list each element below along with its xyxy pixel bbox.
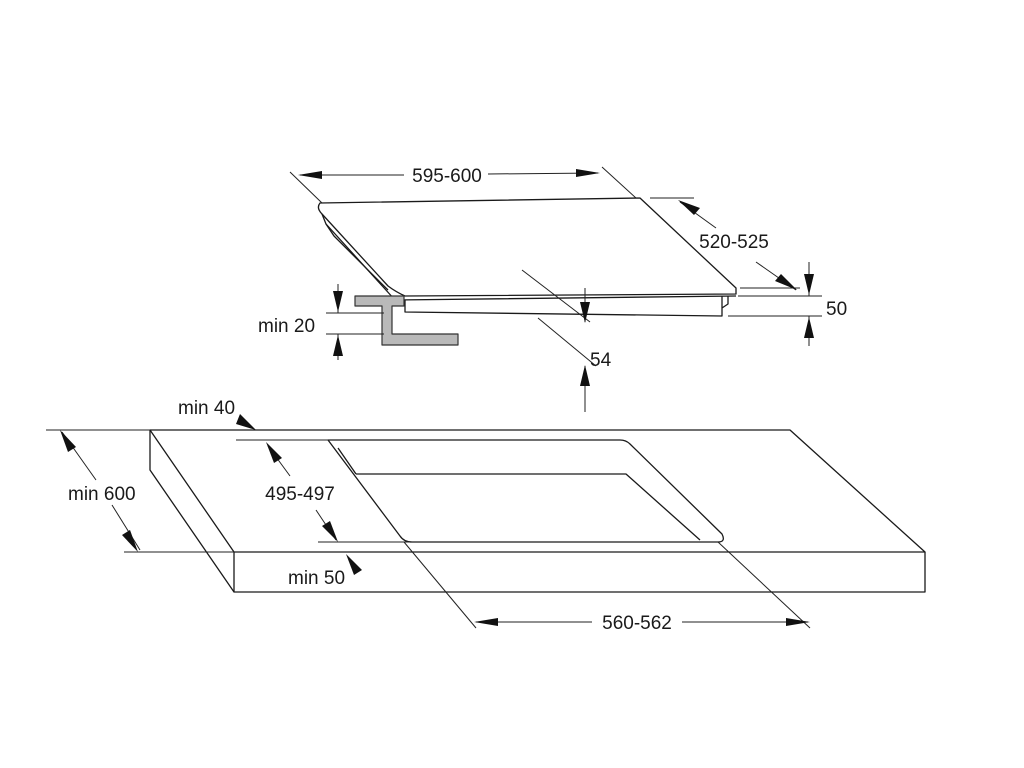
dim-edge-min: min 50 [288, 554, 362, 589]
arrow-head [322, 521, 338, 542]
dim-hob-depth: 520-525 [650, 197, 800, 291]
mounting-bracket [354, 295, 459, 346]
label-cutout-depth: 495-497 [265, 484, 335, 505]
worktop-front-face [233, 552, 926, 593]
arrow-head [298, 171, 322, 179]
hob-glass-top [317, 197, 737, 297]
label-cutout-width: 560-562 [602, 613, 672, 634]
hob-body-left [325, 223, 389, 291]
label-worktop-depth: min 600 [68, 484, 136, 505]
arrow-head [122, 530, 138, 552]
label-clearance: 54 [590, 350, 612, 371]
worktop-left-face [149, 430, 235, 593]
arrow-head [346, 554, 362, 575]
label-hob-width: 595-600 [412, 166, 482, 187]
arrow-head [236, 414, 256, 430]
dim-worktop-depth: min 600 [46, 429, 234, 553]
cutout-inner-edge [356, 473, 701, 541]
arrow-head [266, 442, 282, 463]
arrow-head [580, 365, 590, 386]
arrow-head [576, 169, 600, 177]
arrow-head [804, 317, 814, 338]
arrow-head [786, 618, 810, 626]
dim-hob-width: 595-600 [289, 166, 637, 204]
hob-glass-edge [321, 213, 737, 301]
label-hob-depth: 520-525 [699, 232, 769, 253]
dim-bracket: min 20 [258, 284, 384, 360]
label-bracket: min 20 [258, 316, 315, 337]
hob [317, 197, 737, 317]
cutout-outline [327, 439, 724, 543]
dim-front-min: min 40 [178, 398, 328, 441]
arrow-head [580, 302, 590, 323]
cutout [327, 439, 724, 543]
label-hob-height: 50 [826, 299, 847, 320]
label-front-min: min 40 [178, 398, 235, 419]
dim-cutout-depth: 495-497 [250, 439, 410, 543]
cutout-inner-left [337, 447, 357, 475]
arrow-head [775, 274, 797, 290]
worktop [149, 429, 926, 593]
arrow-head [474, 618, 498, 626]
hob-body [404, 296, 729, 317]
arrow-head [804, 274, 814, 295]
arrow-head [333, 335, 343, 356]
dim-cutout-width: 560-562 [403, 541, 811, 634]
arrow-head [333, 291, 343, 312]
arrow-head [678, 200, 700, 215]
dim-clearance: 54 [521, 269, 612, 412]
label-edge-min: min 50 [288, 568, 345, 589]
dim-hob-height: 50 [728, 262, 847, 346]
arrow-head [60, 430, 76, 452]
